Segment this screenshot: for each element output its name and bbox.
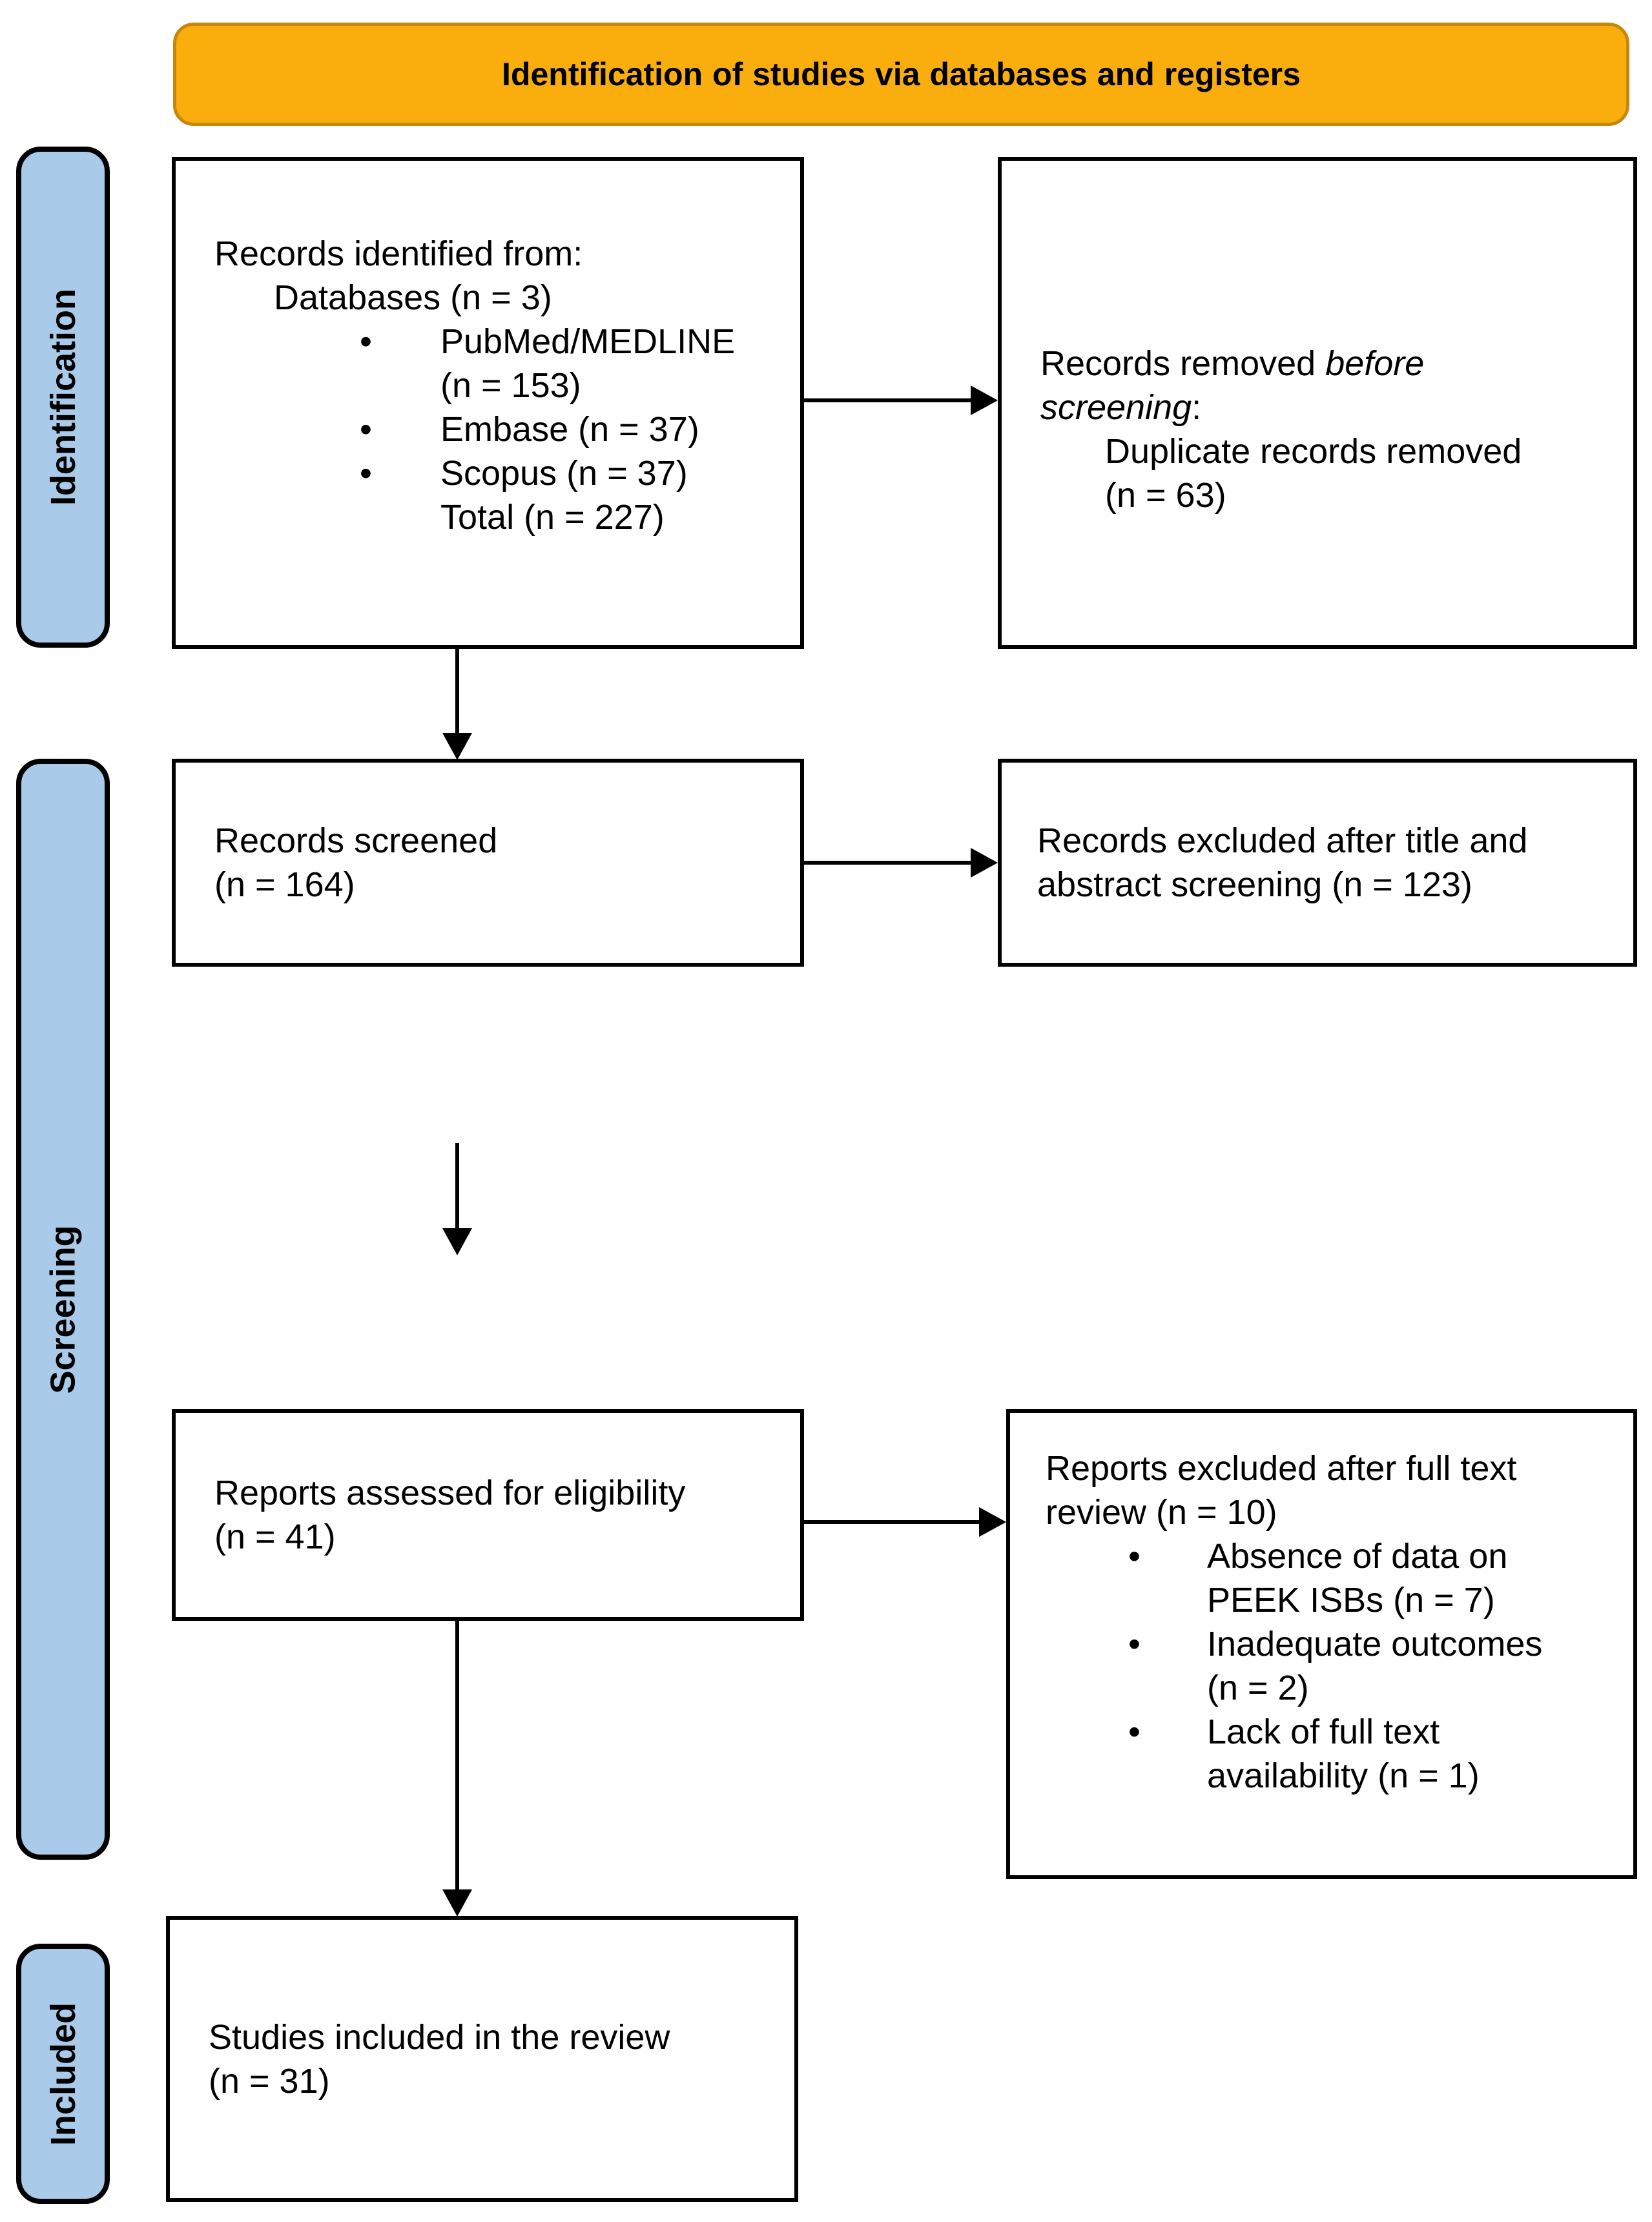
- bullet-icon: •: [1128, 1713, 1141, 1751]
- arrow-shaft: [804, 1520, 983, 1524]
- box-text-line: Studies included in the review: [209, 2015, 781, 2059]
- box-text-segment-italic: screening: [1040, 388, 1192, 427]
- box-text-line: Reports excluded after full text: [1046, 1446, 1624, 1490]
- box-text-segment: PubMed/MEDLINE: [440, 322, 736, 361]
- box-text-segment: Total (n = 227): [440, 498, 665, 537]
- arrow-identified-to-screened: [442, 649, 472, 760]
- box-text-segment: Embase (n = 37): [440, 410, 699, 449]
- arrow-shaft: [455, 649, 459, 737]
- box-text-segment: :: [1192, 388, 1202, 427]
- box-text-segment: Studies included in the review: [209, 2017, 670, 2057]
- box-text-line: Records excluded after title and: [1037, 819, 1620, 863]
- box-text-segment: Absence of data on: [1207, 1537, 1508, 1576]
- box-text-segment-italic: before: [1325, 344, 1425, 383]
- box-text-segment: Records screened: [214, 821, 498, 860]
- box-text-line: abstract screening (n = 123): [1037, 863, 1620, 907]
- arrow-shaft: [455, 1143, 459, 1232]
- box-text-line: Duplicate records removed: [1040, 429, 1620, 473]
- box-text-line: (n = 63): [1040, 473, 1620, 517]
- box-studies-included-review: Studies included in the review(n = 31): [166, 1916, 798, 2202]
- box-text-line: Databases (n = 3): [214, 276, 787, 320]
- box-text-segment: (n = 41): [214, 1517, 336, 1556]
- box-text-segment: PEEK ISBs (n = 7): [1207, 1581, 1495, 1620]
- box-text-line: • Inadequate outcomes: [1046, 1622, 1624, 1666]
- box-text-line: Records screened: [214, 819, 787, 863]
- box-text-line: Total (n = 227): [214, 495, 787, 539]
- box-records-screened: Records screened (n = 164): [172, 759, 804, 967]
- arrow-screened-to-assessed: [442, 1143, 472, 1255]
- stage-label-included: Included: [16, 1944, 110, 2204]
- box-text-segment: review (n = 10): [1046, 1493, 1277, 1532]
- arrow-identified-to-removed: [804, 386, 998, 415]
- box-text-segment: Databases (n = 3): [274, 278, 552, 317]
- box-text-line: (n = 31): [209, 2059, 781, 2103]
- box-text-segment: (n = 2): [1207, 1669, 1309, 1707]
- box-text-line: (n = 153): [214, 364, 787, 407]
- arrow-head-icon: [979, 1507, 1006, 1537]
- box-text-line: Records removed before: [1040, 342, 1620, 386]
- arrow-shaft: [804, 398, 975, 402]
- box-text-segment: Records removed: [1040, 344, 1326, 383]
- box-text-segment: Inadequate outcomes: [1207, 1625, 1543, 1663]
- box-text-line: review (n = 10): [1046, 1490, 1624, 1534]
- box-text-line: Records identified from:: [214, 232, 787, 276]
- box-text-line: • PubMed/MEDLINE: [214, 320, 787, 364]
- box-text-segment: Scopus (n = 37): [440, 454, 688, 493]
- box-text-segment: (n = 153): [440, 366, 581, 405]
- box-text-line: (n = 2): [1046, 1666, 1624, 1710]
- box-text-line: PEEK ISBs (n = 7): [1046, 1578, 1624, 1622]
- box-text-segment: Reports excluded after full text: [1046, 1449, 1517, 1488]
- box-text-segment: Records identified from:: [214, 234, 583, 273]
- box-text-line: • Lack of full text: [1046, 1710, 1624, 1754]
- page-title: Identification of studies via databases …: [502, 56, 1301, 92]
- box-records-excluded-title-abstract: Records excluded after title and abstract…: [998, 759, 1637, 967]
- arrow-head-icon: [442, 1228, 472, 1255]
- box-text-segment: Reports assessed for eligibility: [214, 1474, 686, 1512]
- arrow-assessed-to-excluded: [804, 1507, 1006, 1537]
- diagram-title-banner: Identification of studies via databases …: [173, 23, 1629, 126]
- box-text-segment: (n = 164): [214, 865, 355, 904]
- box-text-line: Reports assessed for eligibility: [214, 1471, 787, 1515]
- arrow-assessed-to-included: [442, 1621, 472, 1917]
- box-text-segment: Duplicate records removed: [1105, 432, 1522, 471]
- arrow-shaft: [455, 1621, 459, 1893]
- box-reports-excluded-fulltext: Reports excluded after full text review (…: [1006, 1409, 1637, 1879]
- box-records-identified: Records identified from: Databases (n = 3…: [172, 157, 804, 649]
- arrow-shaft: [804, 861, 975, 865]
- stage-label-identification: Identification: [16, 147, 110, 648]
- box-text-segment: availability (n = 1): [1207, 1756, 1480, 1795]
- arrow-head-icon: [971, 848, 998, 878]
- box-text-segment: (n = 63): [1105, 476, 1226, 515]
- box-text-segment: Lack of full text: [1207, 1713, 1440, 1751]
- arrow-screened-to-excluded: [804, 848, 998, 878]
- stage-label-text: Screening: [43, 1224, 83, 1394]
- bullet-icon: •: [1128, 1625, 1141, 1663]
- box-text-line: screening:: [1040, 386, 1620, 429]
- stage-label-text: Identification: [43, 289, 83, 506]
- stage-label-text: Included: [43, 2002, 83, 2146]
- bullet-icon: •: [360, 410, 372, 449]
- box-reports-assessed-eligibility: Reports assessed for eligibility (n = 41): [172, 1409, 804, 1621]
- box-text-segment: abstract screening (n = 123): [1037, 865, 1472, 904]
- box-text-line: • Embase (n = 37): [214, 407, 787, 451]
- bullet-icon: •: [360, 454, 372, 493]
- box-text-segment: Records excluded after title and: [1037, 821, 1528, 860]
- arrow-head-icon: [442, 733, 472, 760]
- bullet-icon: •: [360, 322, 372, 361]
- box-text-line: availability (n = 1): [1046, 1754, 1624, 1798]
- bullet-icon: •: [1128, 1537, 1141, 1576]
- stage-label-screening: Screening: [16, 759, 110, 1860]
- box-text-line: • Absence of data on: [1046, 1534, 1624, 1578]
- arrow-head-icon: [971, 386, 998, 415]
- box-text-line: (n = 41): [214, 1515, 787, 1559]
- box-text-segment: (n = 31): [209, 2061, 330, 2101]
- box-text-line: (n = 164): [214, 863, 787, 907]
- box-text-line: • Scopus (n = 37): [214, 451, 787, 495]
- arrow-head-icon: [442, 1889, 472, 1917]
